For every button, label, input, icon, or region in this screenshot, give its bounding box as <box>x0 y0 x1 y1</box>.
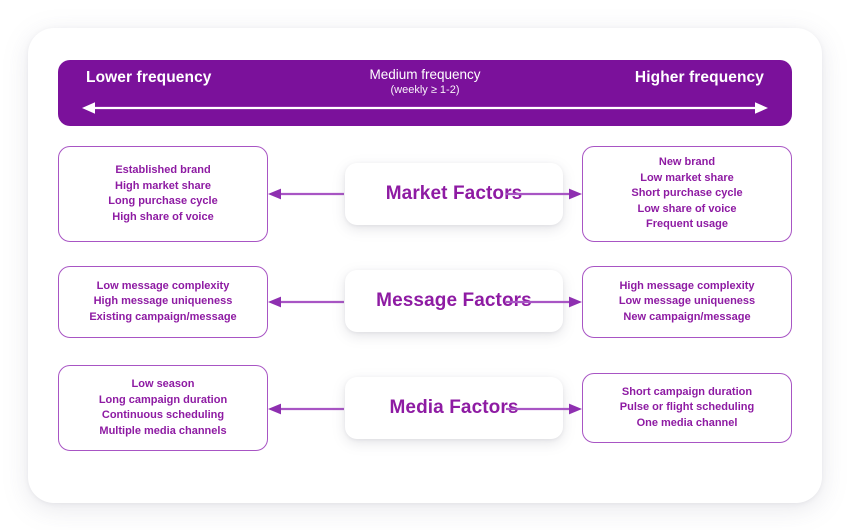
lower-frequency-label: Lower frequency <box>86 69 212 86</box>
market-factors-higher-frequency-box: New brand Low market share Short purchas… <box>582 146 792 242</box>
arrow-right-icon <box>506 188 582 200</box>
list-item: Long campaign duration <box>98 393 228 406</box>
message-factors-label: Message Factors <box>376 290 532 311</box>
list-item: Multiple media channels <box>99 424 227 437</box>
media-factors-higher-frequency-box: Short campaign duration Pulse or flight … <box>582 373 792 443</box>
row-media-factors: Low season Long campaign duration Contin… <box>58 363 792 459</box>
list-item: High message uniqueness <box>93 295 233 308</box>
list-item: Long purchase cycle <box>108 195 218 207</box>
list-item: New campaign/message <box>623 310 751 323</box>
banner-endpoint-labels: Lower frequency Higher frequency <box>58 60 792 106</box>
message-factors-higher-frequency-box: High message complexity Low message uniq… <box>582 266 792 338</box>
list-item: Low season <box>131 378 195 390</box>
frequency-scale-banner: Lower frequency Higher frequency Medium … <box>58 60 792 126</box>
market-factors-lower-frequency-box: Established brand High market share Long… <box>58 146 268 242</box>
market-factors-label: Market Factors <box>385 183 523 204</box>
media-factors-label: Media Factors <box>389 397 519 418</box>
list-item: High share of voice <box>112 210 214 223</box>
arrow-left-icon <box>268 188 344 200</box>
arrow-right-icon <box>506 403 582 415</box>
arrow-right-icon <box>506 296 582 308</box>
list-item: Pulse or flight scheduling <box>619 401 755 414</box>
list-item: Low market share <box>640 171 734 184</box>
arrow-left-icon <box>268 403 344 415</box>
list-item: Frequent usage <box>646 218 728 231</box>
list-item: Low message complexity <box>96 279 230 292</box>
list-item: Established brand <box>115 164 211 176</box>
list-item: Existing campaign/message <box>89 310 237 323</box>
row-market-factors: Established brand High market share Long… <box>58 146 792 242</box>
row-message-factors: Low message complexity High message uniq… <box>58 256 792 352</box>
arrow-left-icon <box>268 296 344 308</box>
list-item: Low message uniqueness <box>618 295 756 308</box>
list-item: Low share of voice <box>637 202 737 215</box>
message-factors-lower-frequency-box: Low message complexity High message uniq… <box>58 266 268 338</box>
higher-frequency-label: Higher frequency <box>634 69 764 86</box>
list-item: High message complexity <box>619 279 755 292</box>
list-item: Short campaign duration <box>621 385 753 398</box>
double-headed-horizontal-arrow-icon <box>82 102 768 114</box>
media-factors-lower-frequency-box: Low season Long campaign duration Contin… <box>58 365 268 451</box>
list-item: High market share <box>115 179 211 192</box>
list-item: One media channel <box>636 416 738 429</box>
list-item: Continuous scheduling <box>101 409 225 421</box>
diagram-card: Lower frequency Higher frequency Medium … <box>28 28 822 503</box>
list-item: Short purchase cycle <box>631 187 743 200</box>
list-item: New brand <box>658 156 716 169</box>
